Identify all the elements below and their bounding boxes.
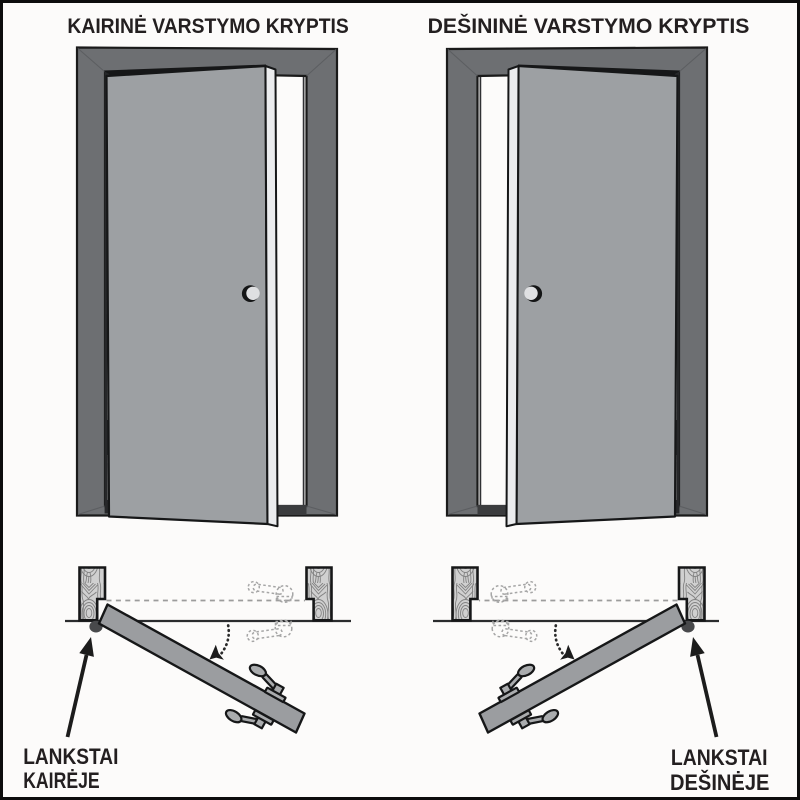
svg-text:LANKSTAI: LANKSTAI <box>23 744 118 769</box>
svg-text:DEŠININĖ VARSTYMO KRYPTIS: DEŠININĖ VARSTYMO KRYPTIS <box>428 13 750 38</box>
svg-text:LANKSTAI: LANKSTAI <box>671 745 768 770</box>
svg-text:DEŠINĖJE: DEŠINĖJE <box>670 770 769 795</box>
svg-text:KAIRINĖ VARSTYMO KRYPTIS: KAIRINĖ VARSTYMO KRYPTIS <box>67 14 348 38</box>
svg-text:KAIRĖJE: KAIRĖJE <box>23 768 100 793</box>
